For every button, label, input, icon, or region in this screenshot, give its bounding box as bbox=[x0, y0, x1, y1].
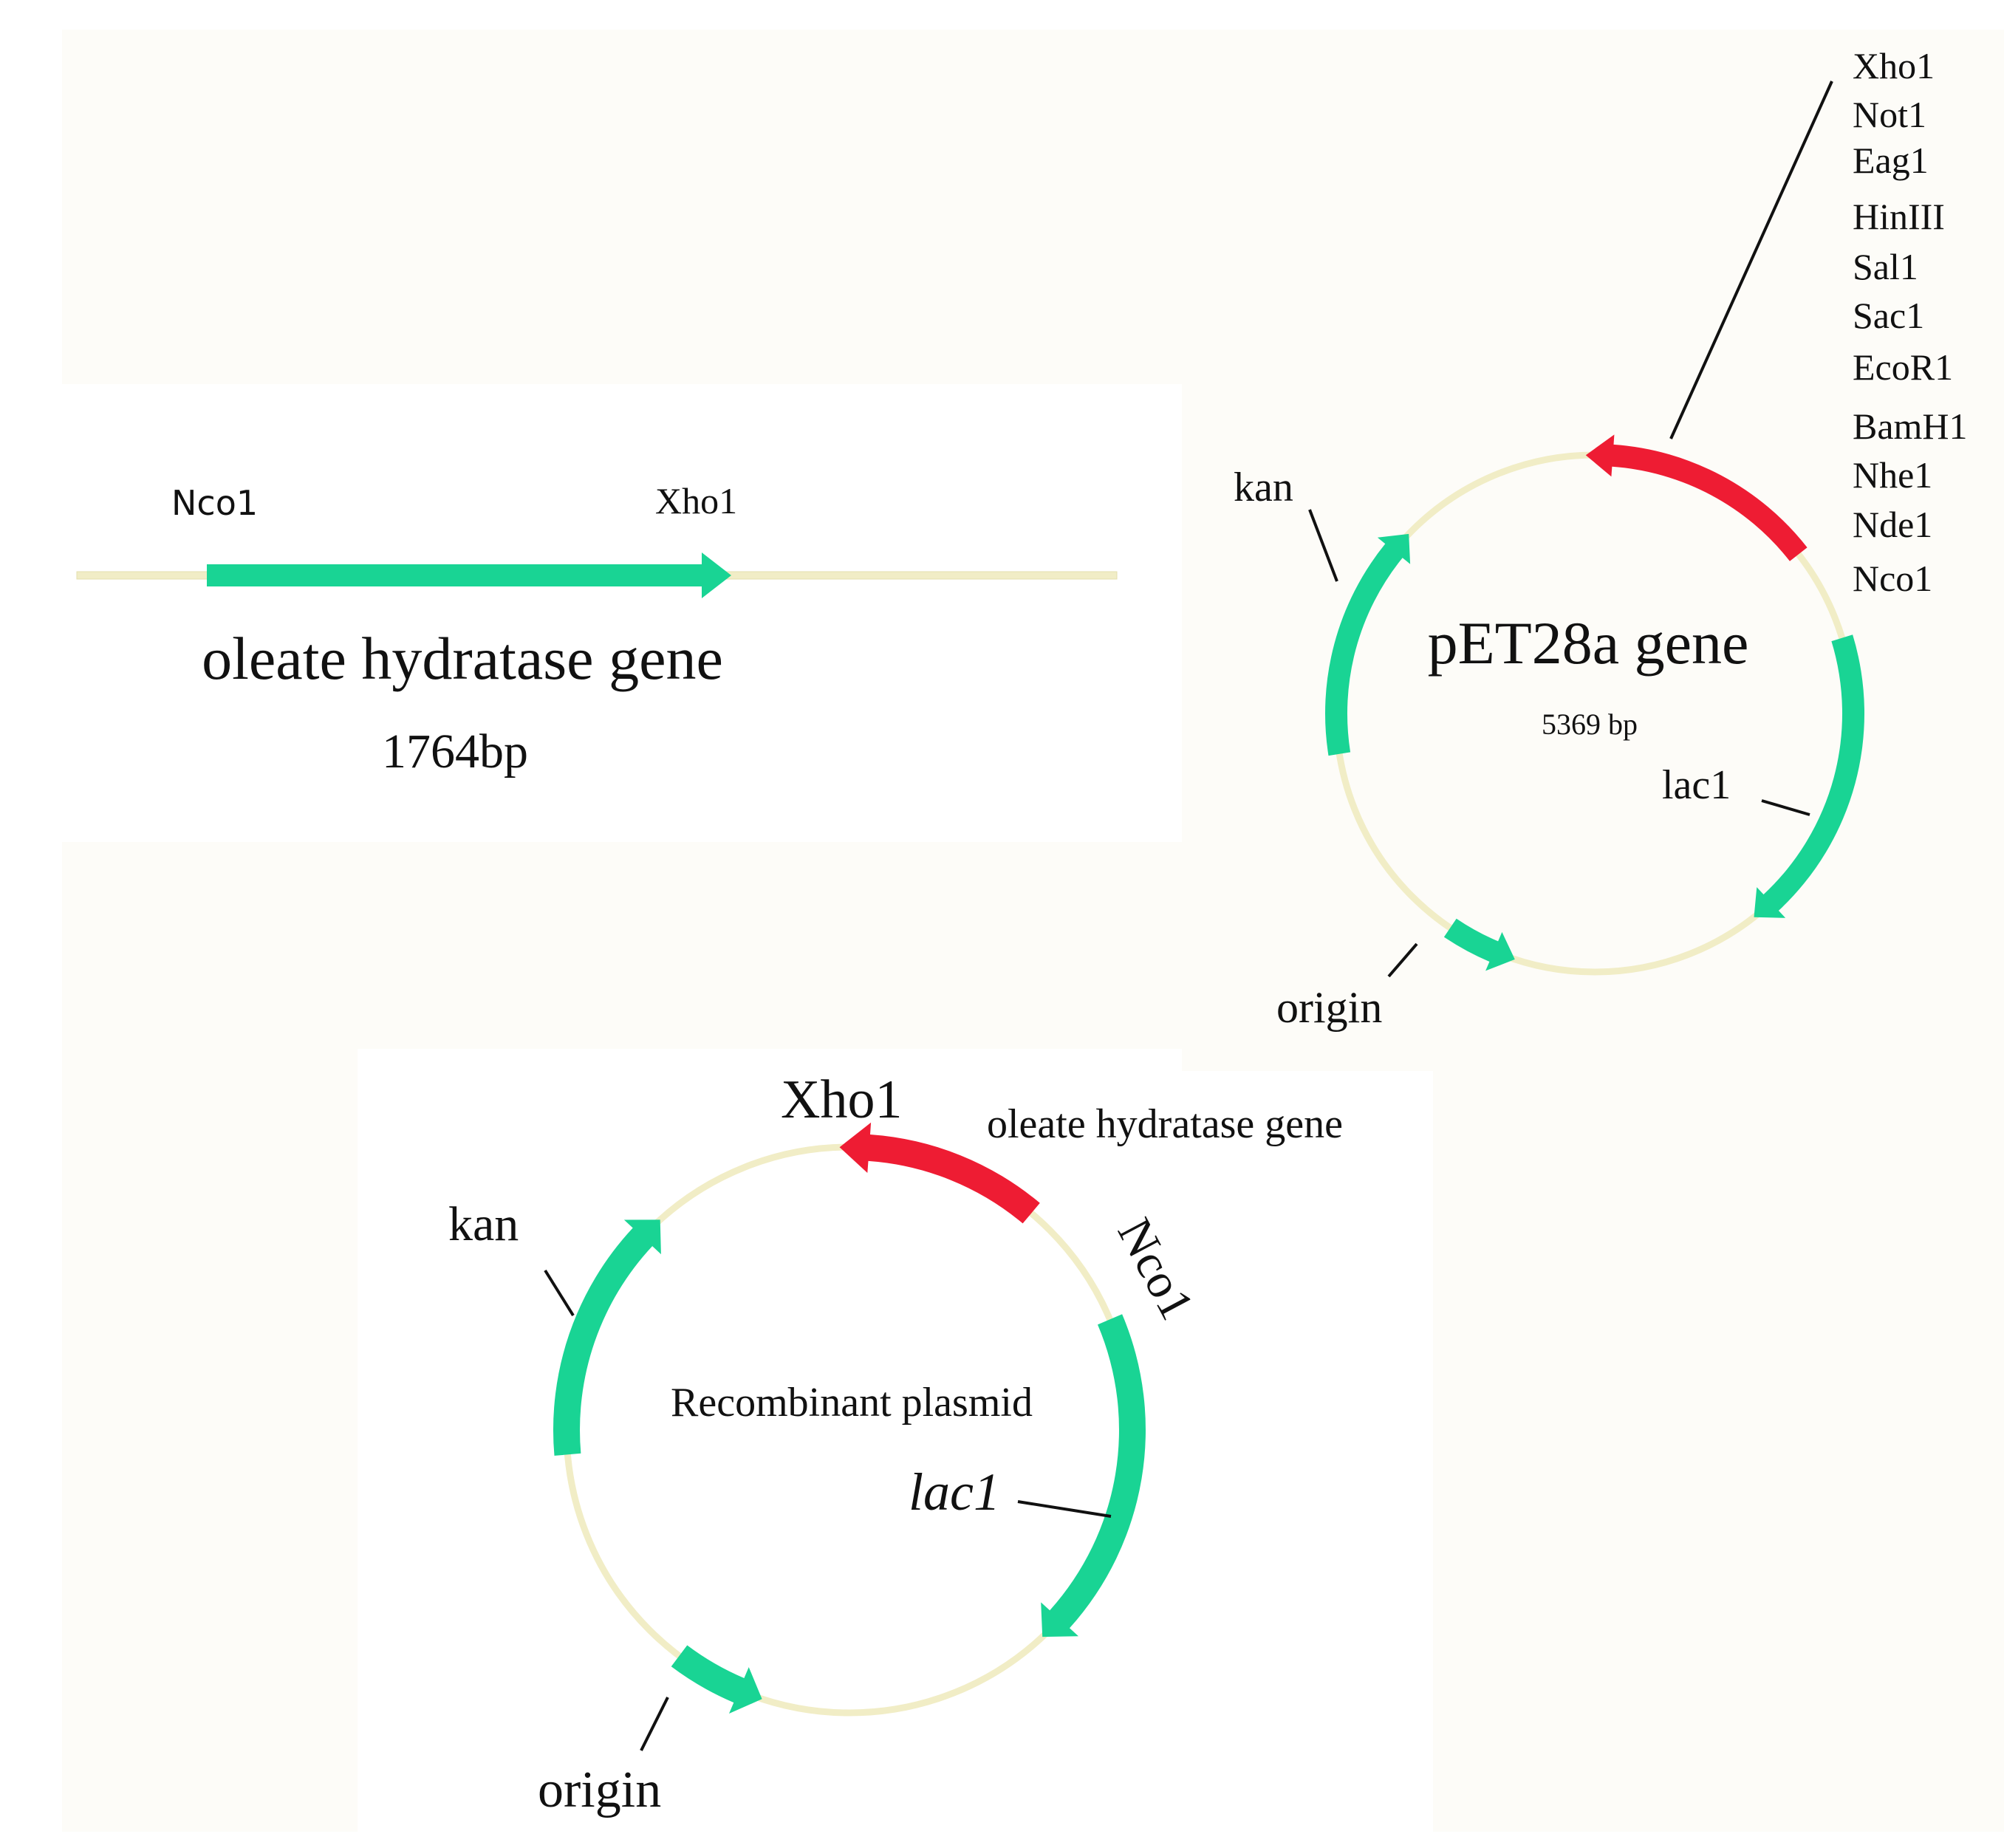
pet28a-origin-leader bbox=[1387, 942, 1418, 978]
recombinant-origin-leader bbox=[640, 1697, 669, 1751]
recombinant-insert-label: oleate hydratase gene bbox=[987, 1101, 1343, 1147]
linear-gene-name: oleate hydratase gene bbox=[202, 625, 723, 692]
recombinant-lac-label: lac1 bbox=[909, 1462, 1000, 1522]
pet28a-lac-arrow bbox=[1754, 634, 1865, 918]
pet28a-mcs-leader bbox=[1669, 81, 1833, 439]
pet28a-lac-label: lac1 bbox=[1662, 762, 1731, 808]
panel-top-left bbox=[62, 30, 1182, 384]
mcs-site-eag1: Eag1 bbox=[1853, 140, 1929, 181]
recombinant-origin-label: origin bbox=[538, 1762, 661, 1818]
pet28a-plasmid: pET28a gene 5369 bp kan lac1 origin Xho1… bbox=[1234, 45, 1968, 1032]
mcs-site-hiniii: HinIII bbox=[1853, 196, 1945, 237]
pet28a-origin-arrow bbox=[1443, 918, 1515, 971]
oleate-hydratase-gene-arrow bbox=[207, 552, 731, 598]
recombinant-lac-leader bbox=[1017, 1500, 1112, 1518]
pet28a-features bbox=[1324, 434, 1865, 971]
recombinant-title: Recombinant plasmid bbox=[671, 1380, 1033, 1426]
panel-bottom-right bbox=[1433, 1071, 2004, 1832]
linear-gene-map: Nco1 Xho1 oleate hydratase gene 1764bp bbox=[76, 480, 1118, 778]
recombinant-origin-arrow bbox=[671, 1645, 762, 1714]
recombinant-plasmid: Recombinant plasmid Xho1 oleate hydratas… bbox=[448, 1070, 1343, 1818]
pet28a-kan-leader bbox=[1308, 509, 1338, 582]
panel-bottom-left bbox=[62, 1049, 358, 1832]
mcs-site-nde1: Nde1 bbox=[1853, 504, 1932, 545]
linear-gene-length: 1764bp bbox=[382, 725, 528, 778]
pet28a-kan-label: kan bbox=[1234, 465, 1293, 510]
recombinant-kan-label: kan bbox=[448, 1197, 519, 1251]
recombinant-lac-arrow bbox=[1041, 1314, 1146, 1637]
recombinant-xho1-label: Xho1 bbox=[781, 1070, 902, 1130]
mcs-site-nhe1: Nhe1 bbox=[1853, 454, 1932, 496]
pet28a-kan-arrow bbox=[1324, 533, 1411, 756]
pet28a-lac-leader bbox=[1761, 799, 1810, 816]
panel-left-middle bbox=[62, 842, 1182, 1049]
pet28a-insert-arrow bbox=[1585, 434, 1808, 561]
recombinant-features bbox=[553, 1122, 1146, 1714]
linear-nco1-label: Nco1 bbox=[171, 483, 258, 523]
recombinant-kan-leader bbox=[544, 1269, 575, 1317]
pet28a-size: 5369 bp bbox=[1542, 708, 1638, 741]
linear-xho1-label: Xho1 bbox=[655, 480, 737, 521]
panel-top-right bbox=[1182, 30, 2004, 1071]
recombinant-nco1-label: Nco1 bbox=[1107, 1210, 1205, 1329]
mcs-site-ecor1: EcoR1 bbox=[1853, 346, 1953, 388]
mcs-site-nco1: Nco1 bbox=[1853, 558, 1932, 599]
mcs-site-bamh1: BamH1 bbox=[1853, 405, 1968, 447]
mcs-site-sac1: Sac1 bbox=[1853, 295, 1924, 336]
pet28a-title: pET28a gene bbox=[1428, 609, 1749, 677]
pet28a-origin-label: origin bbox=[1276, 983, 1382, 1032]
recombinant-kan-arrow bbox=[553, 1219, 661, 1456]
mcs-site-xho1: Xho1 bbox=[1853, 45, 1935, 86]
recombinant-insert-arrow bbox=[839, 1122, 1040, 1224]
mcs-site-sal1: Sal1 bbox=[1853, 246, 1918, 287]
mcs-site-not1: Not1 bbox=[1853, 94, 1926, 135]
